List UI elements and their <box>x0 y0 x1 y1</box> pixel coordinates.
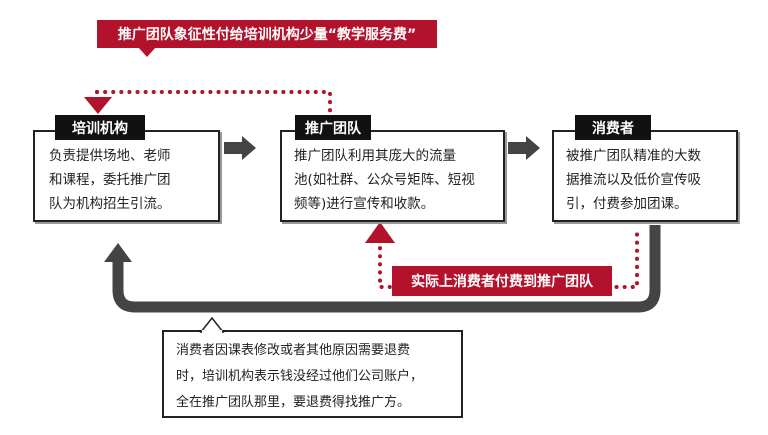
box-line: 被推广团队精准的大数 <box>566 148 701 164</box>
right-arrow-icon <box>224 136 256 160</box>
up-arrowhead-icon <box>104 243 132 262</box>
right-arrow-icon <box>508 136 540 160</box>
box-title: 推广团队 <box>295 115 371 140</box>
callout-pointer-top <box>138 47 156 57</box>
refund-u-arrow <box>112 225 661 313</box>
box-consumer: 被推广团队精准的大数 据推流以及低价宣传吸 引，付费参加团课。 <box>552 130 738 222</box>
up-triangle-icon <box>365 222 395 243</box>
box-line: 频等)进行宣传和收款。 <box>294 196 435 212</box>
top-note-label: 推广团队象征性付给培训机构少量“教学服务费” <box>97 20 437 48</box>
box-line: 引，付费参加团课。 <box>566 196 688 212</box>
box-line: 负责提供场地、老师 <box>49 148 171 164</box>
box-training-institution: 负责提供场地、老师 和课程，委托推广团 队为机构招生引流。 <box>33 130 220 222</box>
box-line: 推广团队利用其庞大的流量 <box>294 148 456 164</box>
box-title: 培训机构 <box>55 115 145 140</box>
box-line: 和课程，委托推广团 <box>49 172 171 188</box>
payment-note-label: 实际上消费者付费到推广团队 <box>392 266 612 296</box>
note-line: 时，培训机构表示钱没经过他们公司账户， <box>176 369 424 384</box>
note-line: 消费者因课表修改或者其他原因需要退费 <box>176 343 411 358</box>
down-triangle-icon <box>84 97 112 114</box>
bottom-dotted-connector <box>378 226 639 289</box>
box-promotion-team: 推广团队利用其庞大的流量 池(如社群、公众号矩阵、短视 频等)进行宣传和收款。 <box>280 130 505 222</box>
refund-note-callout: 消费者因课表修改或者其他原因需要退费 时，培训机构表示钱没经过他们公司账户， 全… <box>162 330 463 418</box>
note-line: 全在推广团队那里，要退费得找推广方。 <box>176 395 411 410</box>
box-line: 池(如社群、公众号矩阵、短视 <box>294 172 475 188</box>
box-title: 消费者 <box>575 115 651 140</box>
box-line: 据推流以及低价宣传吸 <box>566 172 701 188</box>
box-line: 队为机构招生引流。 <box>49 196 171 212</box>
